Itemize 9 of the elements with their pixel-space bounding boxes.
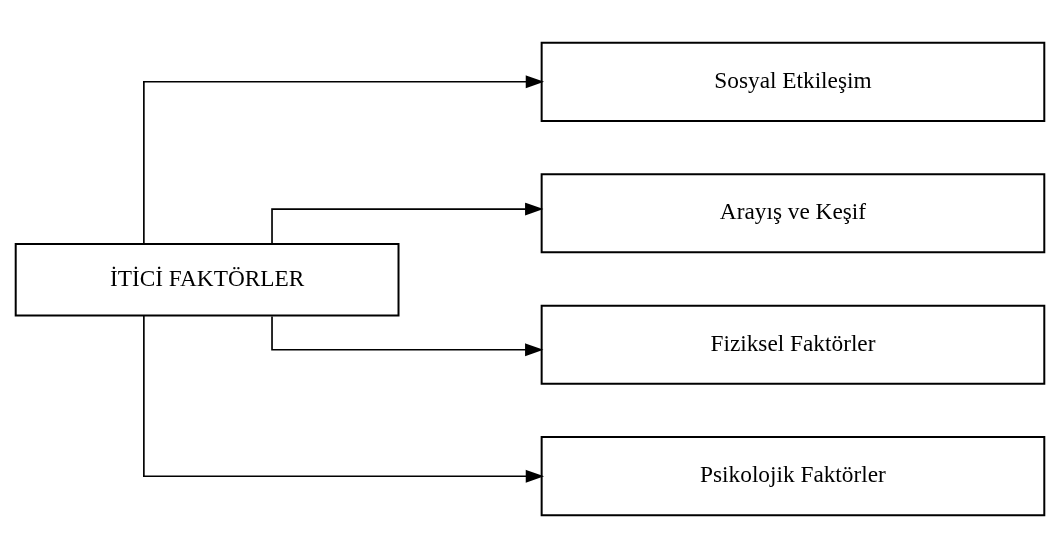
node-box: Fiziksel Faktörler	[540, 304, 1046, 385]
arrow	[143, 314, 545, 483]
node-box: Psikolojik Faktörler	[540, 435, 1046, 516]
arrow	[143, 74, 545, 245]
arrow	[271, 202, 544, 244]
arrow	[271, 315, 544, 356]
node-box: Arayış ve Keşif	[540, 172, 1046, 253]
node-box: Sosyal Etkileşim	[540, 41, 1046, 122]
node-box: İTİCİ FAKTÖRLER	[14, 242, 400, 317]
